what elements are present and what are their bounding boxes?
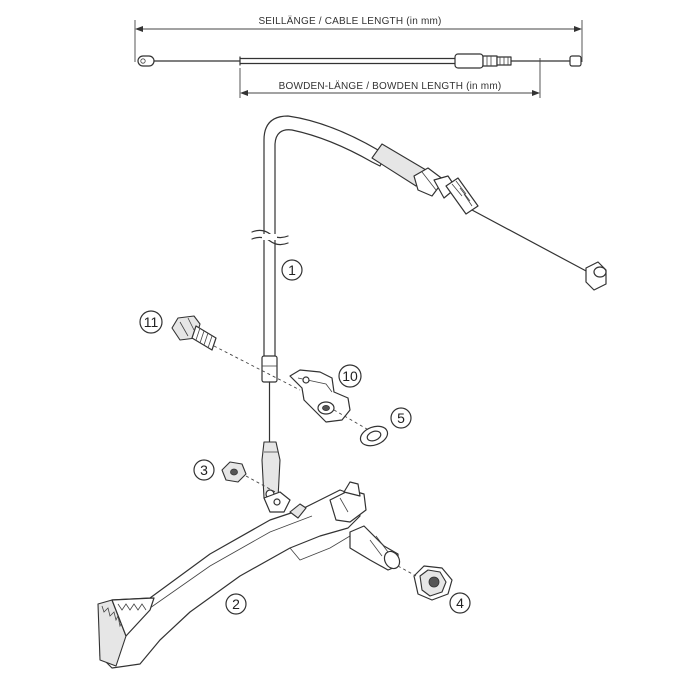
nut-3 xyxy=(221,461,291,501)
cable-bracket-10 xyxy=(289,369,351,423)
bowden-length-label: BOWDEN-LÄNGE / BOWDEN LENGTH (in mm) xyxy=(279,80,502,92)
svg-text:4: 4 xyxy=(456,595,464,611)
brake-pedal-2 xyxy=(97,481,401,669)
flange-nut-4 xyxy=(397,565,453,601)
washer-5 xyxy=(333,409,389,447)
cable-schematic xyxy=(137,53,582,69)
callout-1: 1 xyxy=(281,259,303,281)
brake-cable xyxy=(251,115,607,503)
svg-text:5: 5 xyxy=(397,410,405,426)
cable-length-dimension: SEILLÄNGE / CABLE LENGTH (in mm) xyxy=(134,15,583,62)
callout-11: 11 xyxy=(139,310,163,334)
svg-text:10: 10 xyxy=(342,368,358,384)
callout-3: 3 xyxy=(193,459,215,481)
callout-10: 10 xyxy=(338,364,362,388)
svg-text:3: 3 xyxy=(200,462,208,478)
callout-2: 2 xyxy=(225,593,247,615)
svg-text:11: 11 xyxy=(144,314,159,330)
bolt-11 xyxy=(171,315,301,391)
callout-4: 4 xyxy=(449,592,471,614)
cable-length-label: SEILLÄNGE / CABLE LENGTH (in mm) xyxy=(258,15,441,27)
svg-text:2: 2 xyxy=(232,596,240,612)
bowden-length-dimension: BOWDEN-LÄNGE / BOWDEN LENGTH (in mm) xyxy=(239,58,541,98)
svg-text:1: 1 xyxy=(288,262,296,278)
callout-5: 5 xyxy=(390,407,412,429)
